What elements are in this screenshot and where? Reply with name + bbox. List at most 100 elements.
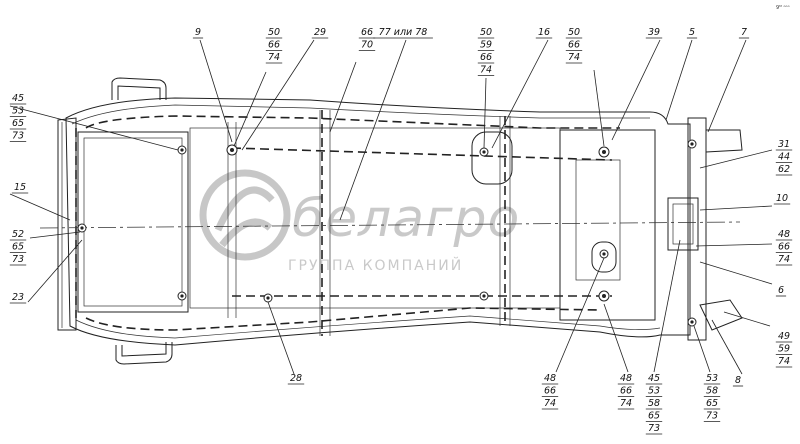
callout-c29: 29 bbox=[311, 27, 329, 39]
callout-number: 73 bbox=[648, 423, 660, 434]
callout-number: 50 bbox=[268, 27, 280, 38]
callout-c7: 7 bbox=[738, 27, 750, 39]
hidden-edges bbox=[75, 110, 620, 336]
bolt-marker bbox=[599, 249, 609, 259]
callout-number: 23 bbox=[12, 292, 24, 303]
callout-number: 48 bbox=[544, 373, 556, 384]
callout-number: 52 bbox=[12, 229, 24, 240]
callout-number: 29 bbox=[314, 27, 326, 38]
callout-number: 74 bbox=[268, 52, 280, 63]
leader-lines bbox=[9, 39, 773, 375]
callout-number: 16 bbox=[538, 27, 550, 38]
bolt-marker bbox=[687, 317, 697, 327]
callout-number: 77 или 78 bbox=[379, 27, 428, 38]
callout-number: 53 bbox=[648, 386, 660, 397]
callout-number: 48 bbox=[778, 229, 790, 240]
callout-c5: 5 bbox=[686, 27, 698, 39]
callout-number: 45 bbox=[648, 373, 660, 384]
callout-number: 8 bbox=[735, 375, 741, 386]
callout-number: 59 bbox=[778, 344, 790, 355]
callout-c77: 77 или 78 bbox=[373, 27, 433, 39]
callout-c9: 9 bbox=[192, 27, 204, 39]
callout-number: 74 bbox=[620, 398, 632, 409]
bolt-markers bbox=[77, 139, 697, 327]
corner-mark: 9ᴹ ᵒᵒᵒ bbox=[776, 5, 790, 11]
callout-number: 58 bbox=[648, 398, 660, 409]
callout-c15: 15 bbox=[11, 182, 29, 194]
bolt-marker bbox=[177, 291, 187, 301]
bolt-marker bbox=[77, 223, 87, 233]
callout-number: 44 bbox=[778, 152, 790, 163]
callout-number: 65 bbox=[12, 118, 24, 129]
bolt-marker bbox=[479, 147, 489, 157]
callout-number: 31 bbox=[778, 139, 790, 150]
callout-number: 50 bbox=[568, 27, 580, 38]
callout-number: 66 bbox=[568, 40, 580, 51]
callout-number: 65 bbox=[12, 242, 24, 253]
callout-number: 66 bbox=[268, 40, 280, 51]
callout-number: 62 bbox=[778, 164, 790, 175]
bolt-marker bbox=[598, 290, 610, 302]
callout-number: 73 bbox=[12, 131, 24, 142]
callout-number: 66 bbox=[544, 386, 556, 397]
callout-number: 48 bbox=[620, 373, 632, 384]
callout-number: 45 bbox=[12, 93, 24, 104]
bolt-marker bbox=[479, 291, 489, 301]
callout-number: 6 bbox=[778, 285, 784, 296]
callout-number: 66 bbox=[620, 386, 632, 397]
callout-c28: 28 bbox=[287, 373, 305, 385]
callout-number: 53 bbox=[706, 373, 718, 384]
callout-number: 66 bbox=[480, 52, 492, 63]
callout-c16: 16 bbox=[535, 27, 553, 39]
callout-number: 66 bbox=[361, 27, 373, 38]
callout-number: 7 bbox=[741, 27, 747, 38]
callout-number: 49 bbox=[778, 331, 790, 342]
bolt-marker bbox=[598, 146, 610, 158]
bolt-marker bbox=[687, 139, 697, 149]
callout-number: 73 bbox=[706, 411, 718, 422]
callout-number: 65 bbox=[648, 411, 660, 422]
callout-number: 74 bbox=[568, 52, 580, 63]
callout-number: 5 bbox=[689, 27, 695, 38]
callout-c23: 23 bbox=[9, 292, 27, 304]
callout-number: 74 bbox=[778, 254, 790, 265]
callout-c39: 39 bbox=[645, 27, 663, 39]
center-axis bbox=[39, 221, 741, 229]
callout-number: 74 bbox=[544, 398, 556, 409]
callout-number: 39 bbox=[648, 27, 660, 38]
bolt-marker bbox=[177, 145, 187, 155]
bolt-marker bbox=[226, 144, 238, 156]
callout-number: 28 bbox=[290, 373, 302, 384]
callout-number: 15 bbox=[14, 182, 26, 193]
watermark-logo-icon bbox=[199, 169, 291, 261]
callout-number: 66 bbox=[778, 242, 790, 253]
watermark-brand: белагро bbox=[292, 189, 520, 249]
watermark: белагро ГРУППА КОМПАНИЙ bbox=[199, 169, 520, 274]
callout-number: 59 bbox=[480, 40, 492, 51]
bolt-marker bbox=[263, 293, 273, 303]
callout-number: 10 bbox=[776, 193, 788, 204]
callout-number: 65 bbox=[706, 398, 718, 409]
callout-number: 74 bbox=[480, 65, 492, 76]
callout-number: 53 bbox=[12, 106, 24, 117]
callout-number: 9 bbox=[195, 27, 201, 38]
callout-number: 50 bbox=[480, 27, 492, 38]
callout-c8: 8 bbox=[732, 375, 744, 387]
callout-number: 70 bbox=[361, 40, 373, 51]
callout-c6: 6 bbox=[775, 285, 787, 297]
